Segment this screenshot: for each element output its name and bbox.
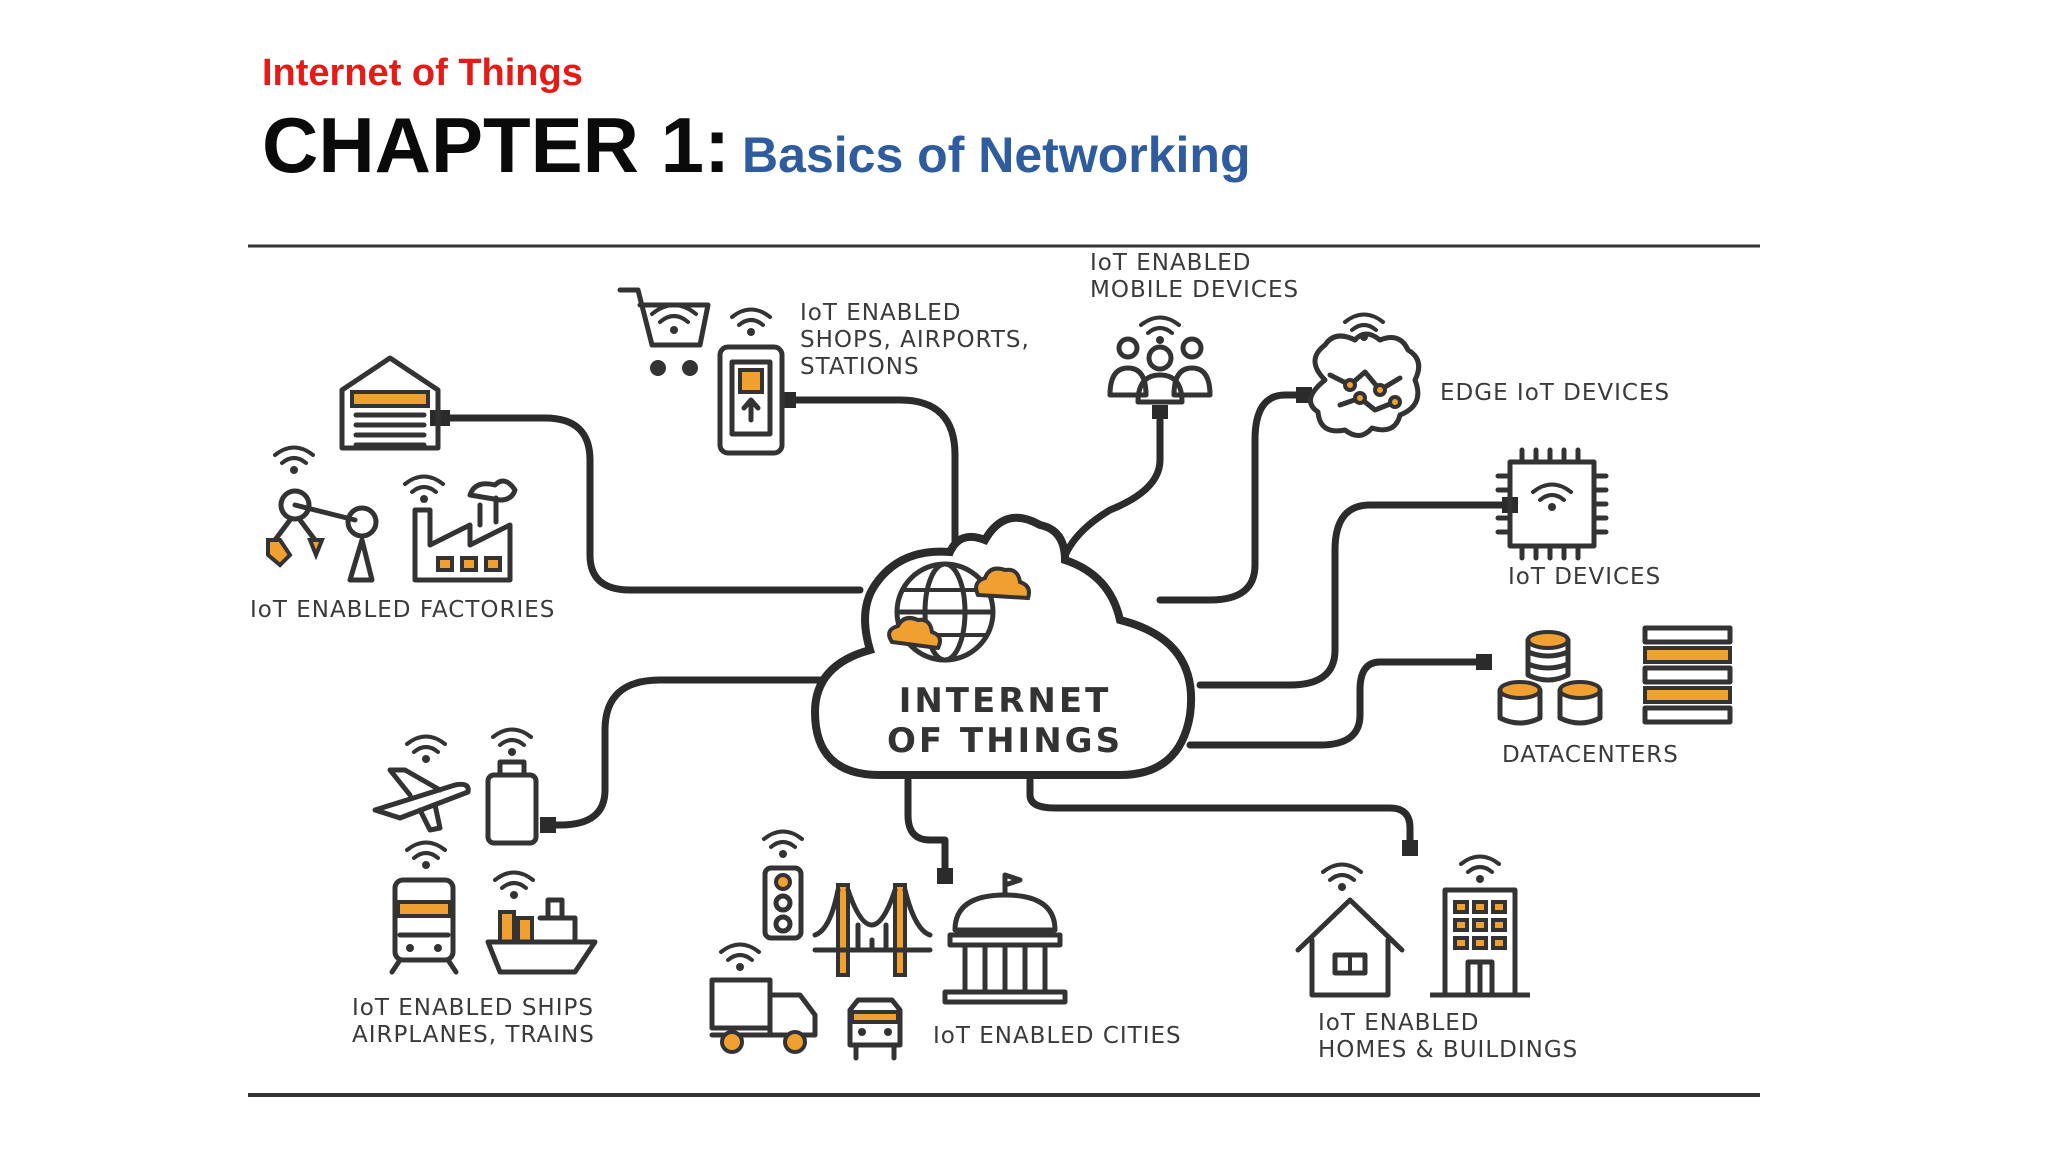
node-cities-label: IoT ENABLED CITIES bbox=[933, 1023, 1182, 1049]
cloud-label-line2: OF THINGS bbox=[887, 721, 1123, 761]
node-edge: EDGE IoT DEVICES bbox=[1308, 312, 1670, 438]
node-shops-label: IoT ENABLED bbox=[800, 300, 962, 326]
database-icon bbox=[1497, 630, 1603, 726]
factory-icon bbox=[412, 478, 518, 583]
chapter-subtitle: Basics of Networking bbox=[742, 127, 1251, 183]
truck-icon bbox=[709, 977, 818, 1054]
node-edge-label: EDGE IoT DEVICES bbox=[1440, 380, 1670, 406]
wifi-icon bbox=[493, 870, 535, 899]
office-building-icon bbox=[1430, 887, 1530, 998]
brain-icon bbox=[1308, 331, 1422, 438]
node-shops-label: SHOPS, AIRPORTS, bbox=[800, 327, 1030, 353]
robot-arm-icon bbox=[266, 488, 379, 583]
wifi-icon bbox=[719, 942, 761, 971]
warehouse-icon bbox=[339, 355, 441, 451]
wifi-icon bbox=[650, 303, 698, 334]
node-cities: IoT ENABLED CITIES bbox=[709, 829, 1182, 1061]
wifi-icon bbox=[405, 734, 447, 763]
node-mobile-label: MOBILE DEVICES bbox=[1090, 277, 1299, 303]
wifi-icon bbox=[273, 445, 315, 474]
chapter-heading: CHAPTER 1:Basics of Networking bbox=[262, 100, 1251, 191]
node-transport-label: IoT ENABLED SHIPS bbox=[352, 995, 594, 1021]
government-building-icon bbox=[942, 872, 1068, 1005]
node-homes-label: HOMES & BUILDINGS bbox=[1318, 1037, 1578, 1063]
small-cloud-icon bbox=[974, 566, 1031, 601]
people-icon bbox=[1107, 336, 1213, 405]
train-icon bbox=[389, 877, 459, 975]
wifi-icon bbox=[730, 307, 772, 336]
cloud-label-line1: INTERNET bbox=[899, 681, 1112, 721]
small-cloud-icon bbox=[887, 616, 942, 651]
node-datacenters: DATACENTERS bbox=[1497, 625, 1733, 768]
wifi-icon bbox=[491, 727, 533, 756]
node-shops: IoT ENABLED SHOPS, AIRPORTS, STATIONS bbox=[617, 287, 1030, 456]
node-shops-label: STATIONS bbox=[800, 354, 920, 380]
traffic-light-icon bbox=[762, 865, 804, 941]
bridge-icon bbox=[812, 883, 933, 977]
node-transport: IoT ENABLED SHIPS AIRPLANES, TRAINS bbox=[352, 727, 598, 1048]
node-factories: IoT ENABLED FACTORIES bbox=[250, 355, 555, 623]
node-mobile: IoT ENABLED MOBILE DEVICES bbox=[1090, 250, 1299, 405]
ship-icon bbox=[485, 897, 598, 975]
node-datacenters-label: DATACENTERS bbox=[1502, 742, 1679, 768]
server-rack-icon bbox=[1642, 625, 1733, 725]
house-icon bbox=[1295, 897, 1405, 998]
node-transport-label: AIRPLANES, TRAINS bbox=[352, 1022, 595, 1048]
node-homes-label: IoT ENABLED bbox=[1318, 1010, 1480, 1036]
smartphone-icon bbox=[717, 344, 785, 456]
node-factories-label: IoT ENABLED FACTORIES bbox=[250, 597, 555, 623]
wifi-icon bbox=[1321, 862, 1363, 891]
cloud-icon: INTERNET OF THINGS bbox=[810, 513, 1196, 779]
wifi-icon bbox=[1531, 482, 1573, 511]
node-devices: IoT DEVICES bbox=[1495, 447, 1661, 590]
airplane-icon bbox=[372, 767, 471, 833]
wifi-icon bbox=[762, 829, 804, 858]
wifi-icon bbox=[1139, 315, 1181, 344]
chapter-number: CHAPTER 1: bbox=[262, 101, 731, 189]
node-homes: IoT ENABLED HOMES & BUILDINGS bbox=[1295, 854, 1578, 1063]
course-title: Internet of Things bbox=[262, 52, 583, 94]
node-mobile-label: IoT ENABLED bbox=[1090, 250, 1252, 276]
wifi-icon bbox=[1459, 854, 1501, 883]
shopping-cart-icon bbox=[617, 287, 711, 348]
car-icon bbox=[847, 997, 903, 1061]
wifi-icon bbox=[403, 474, 445, 503]
wifi-icon bbox=[405, 840, 447, 869]
node-devices-label: IoT DEVICES bbox=[1508, 564, 1661, 590]
luggage-icon bbox=[485, 772, 539, 846]
